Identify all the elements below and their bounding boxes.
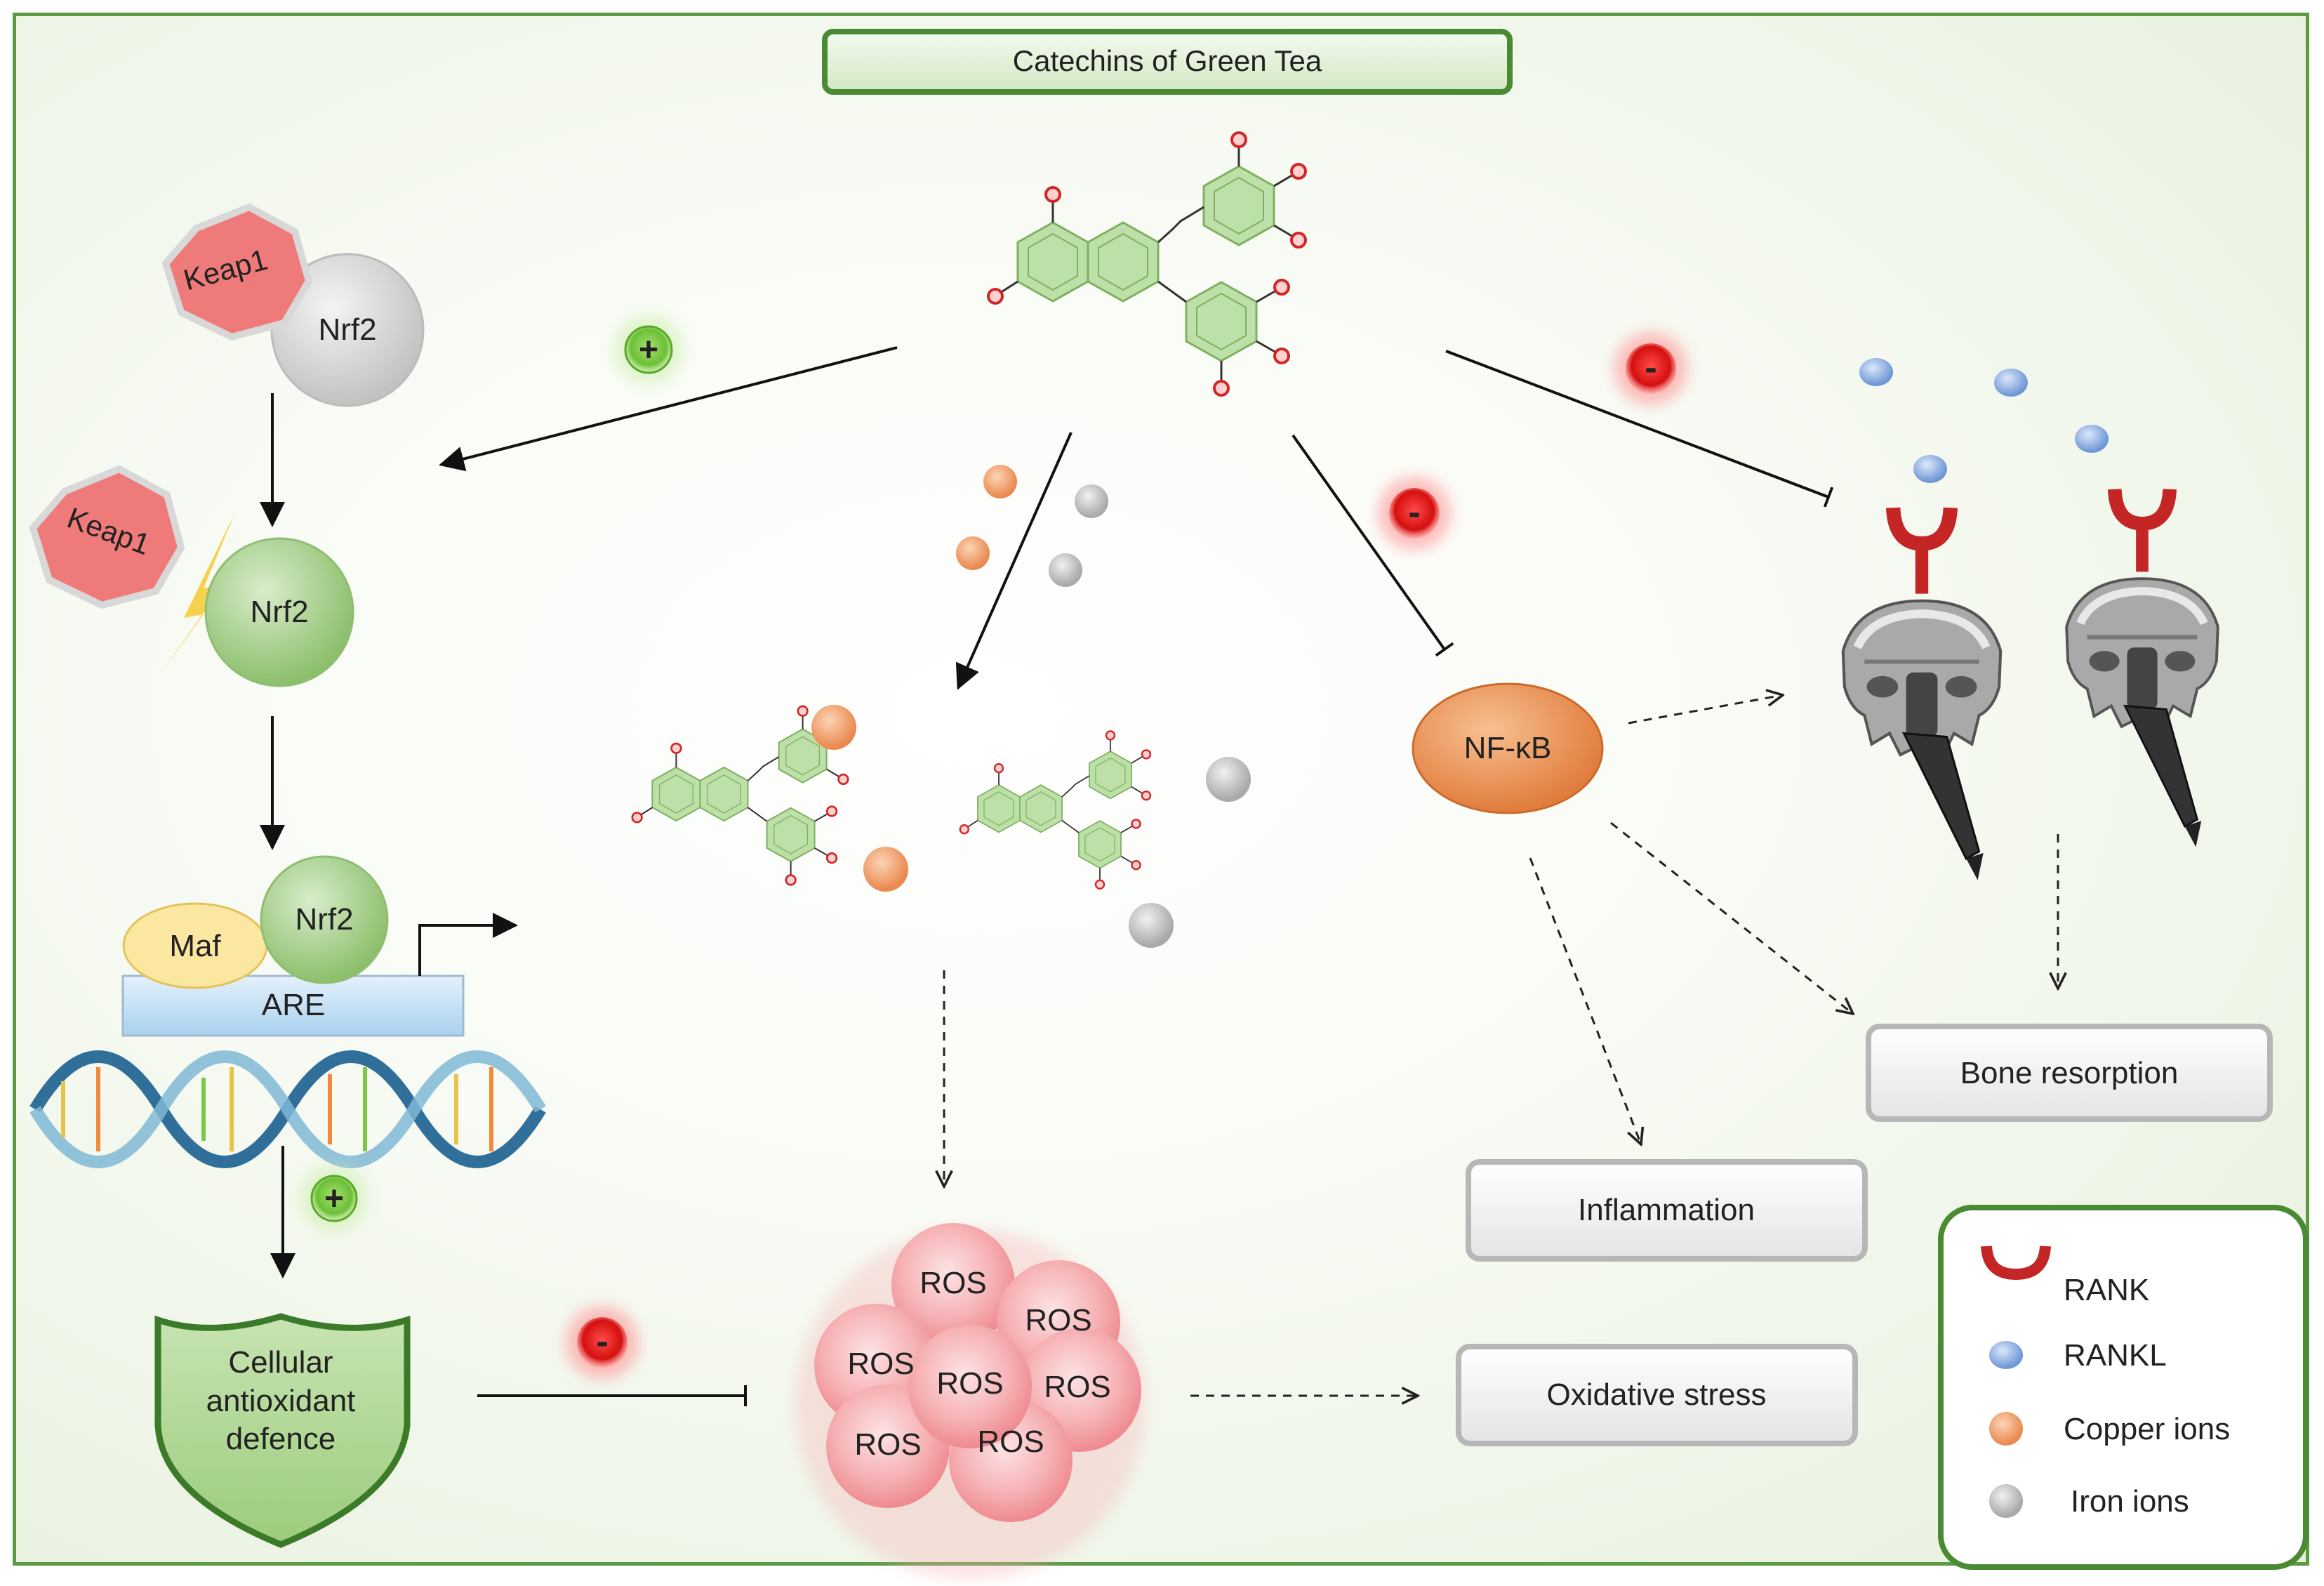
- lightning-icon: [158, 513, 235, 678]
- free-metal-ions: [956, 465, 1108, 587]
- keap1-octagon-top: [161, 203, 313, 341]
- copper-ion: [863, 847, 908, 892]
- defence-line2: antioxidant: [206, 1384, 356, 1418]
- arrow-chelation: [955, 432, 1073, 690]
- iron-ion: [1206, 757, 1251, 802]
- copper-ion-icon: [1989, 1412, 2023, 1446]
- osteoclast-right: [2066, 489, 2218, 847]
- ros-label: ROS: [847, 1347, 914, 1381]
- plus-sign-nrf2: +: [613, 315, 684, 385]
- legend-rankl-label: RANKL: [2064, 1338, 2167, 1373]
- catechin-copper-complex: [631, 705, 908, 892]
- maf-label: Maf: [169, 929, 221, 963]
- nrf2-bound-node: [260, 855, 389, 984]
- iron-ion: [1129, 903, 1174, 948]
- defence-line3: defence: [226, 1422, 336, 1456]
- title: Catechins of Green Tea: [1013, 44, 1322, 77]
- ros-label: ROS: [936, 1366, 1003, 1401]
- legend-copper-label: Copper ions: [2064, 1412, 2230, 1446]
- minus-sign-rank: -: [1614, 332, 1687, 405]
- are-label: ARE: [262, 988, 325, 1022]
- antioxidant-defence-shield: Cellular antioxidant defence: [154, 1313, 411, 1548]
- keap1-octagon-mid: [29, 465, 185, 609]
- plus-sign-defence: +: [300, 1165, 368, 1232]
- catechin-iron-complex: [959, 730, 1251, 948]
- oxidative-stress-box: Oxidative stress: [1456, 1344, 1858, 1446]
- iron-ion: [1049, 553, 1082, 587]
- osteoclast-left: [1843, 508, 2000, 880]
- nrf2-grey-node: [270, 253, 425, 407]
- copper-ion: [956, 536, 990, 570]
- dashed-arrow-nfkb-osteoclast: [1628, 695, 1783, 725]
- ros-cluster: ROS ROS ROS ROS ROS ROS ROS: [795, 1223, 1146, 1580]
- ros-bubble: [891, 1223, 1015, 1347]
- defence-line1: Cellular: [228, 1345, 333, 1380]
- iron-ion-icon: [1989, 1484, 2023, 1518]
- svg-text:+: +: [324, 1180, 344, 1217]
- rankl-icon: [1989, 1341, 2023, 1369]
- copper-ion: [811, 705, 856, 750]
- inflammation-label: Inflammation: [1578, 1193, 1755, 1227]
- arrow-catechin-nrf2: [439, 346, 898, 472]
- svg-text:-: -: [1408, 492, 1420, 533]
- ros-label: ROS: [1044, 1370, 1110, 1404]
- copper-ion: [983, 465, 1017, 498]
- maf-nrf2-complex: Maf Nrf2: [122, 855, 389, 989]
- nrf2-green-node: [204, 537, 354, 687]
- rankl-dot: [1913, 455, 1947, 483]
- nrf2-label-green: Nrf2: [250, 595, 308, 629]
- ros-label: ROS: [1025, 1303, 1091, 1337]
- inhibit-catechin-rank: [1445, 350, 1834, 508]
- rankl-ligands: [1859, 358, 2109, 483]
- dashed-arrow-nfkb-bone: [1610, 821, 1853, 1014]
- nrf2-label-bound: Nrf2: [295, 902, 353, 937]
- catechin-molecule: [987, 131, 1307, 397]
- nfkb-node: NF-κB: [1412, 682, 1604, 814]
- dashed-arrow-nfkb-inflammation: [1529, 857, 1641, 1144]
- title-box: Catechins of Green Tea: [822, 29, 1513, 95]
- transcription-arrow: [418, 913, 518, 976]
- iron-ion: [1075, 484, 1108, 518]
- legend-iron-label: Iron ions: [2071, 1484, 2189, 1519]
- nfkb-label: NF-κB: [1464, 731, 1552, 765]
- svg-text:-: -: [596, 1321, 608, 1362]
- rankl-dot: [1859, 358, 1893, 386]
- bone-resorption-box: Bone resorption: [1866, 1024, 2273, 1122]
- ros-label: ROS: [919, 1266, 986, 1300]
- svg-text:-: -: [1645, 348, 1656, 388]
- inflammation-box: Inflammation: [1466, 1159, 1868, 1262]
- rankl-dot: [2075, 425, 2109, 453]
- ros-bubble: [908, 1325, 1032, 1448]
- minus-sign-defence: -: [566, 1306, 639, 1379]
- oxidative-stress-label: Oxidative stress: [1547, 1377, 1767, 1412]
- keap1-nrf2-complex: Keap1 Nrf2: [161, 203, 425, 407]
- dna-helix: [29, 1050, 546, 1168]
- inhibit-catechin-nfkb: [1292, 434, 1454, 657]
- minus-sign-nfkb: -: [1378, 477, 1451, 550]
- nrf2-label-grey: Nrf2: [318, 312, 376, 347]
- ros-label: ROS: [854, 1427, 921, 1462]
- rankl-dot: [1994, 369, 2028, 397]
- svg-text:+: +: [639, 331, 658, 369]
- bone-resorption-label: Bone resorption: [1960, 1056, 2179, 1090]
- keap1-dissociation: Keap1 Nrf2: [29, 465, 354, 687]
- legend: RANK RANKL Copper ions Iron ions: [1938, 1205, 2309, 1570]
- legend-rank-label: RANK: [2064, 1273, 2149, 1307]
- ros-label: ROS: [977, 1425, 1044, 1459]
- rank-icon: [1981, 1245, 2051, 1320]
